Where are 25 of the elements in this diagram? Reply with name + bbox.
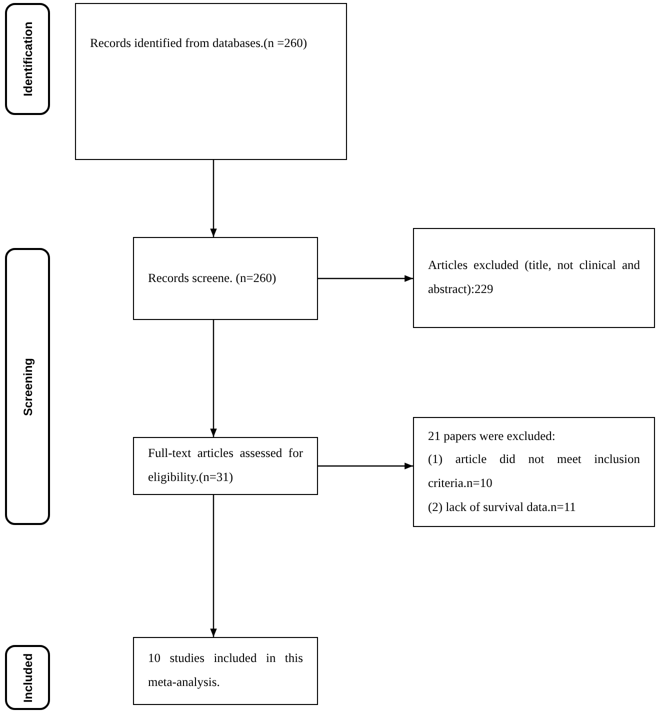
process-box — [413, 228, 655, 328]
process-box — [75, 3, 347, 160]
process-box — [133, 237, 318, 320]
arrow — [318, 462, 413, 470]
arrow — [210, 495, 217, 637]
process-box — [133, 637, 318, 705]
stage-band — [5, 3, 50, 115]
box-text: Records identified from databases.(n =260) — [90, 35, 308, 52]
box-text: Articles excluded (title, not clinical and abstract):229 — [428, 257, 640, 298]
stage-label: Included — [20, 652, 34, 702]
stage-label: Identification — [20, 22, 34, 96]
box-text: (2) lack of survival data.n=11 — [428, 498, 577, 516]
stage-label: Screening — [20, 357, 34, 416]
process-box — [133, 437, 318, 495]
process-box — [413, 417, 655, 527]
arrow — [318, 275, 413, 282]
box-text: 10 studies included in this meta-analysis. — [148, 650, 303, 691]
box-text: Records screene. (n=260) — [148, 270, 278, 287]
stage-band — [5, 248, 50, 525]
stage-band — [5, 645, 50, 710]
box-text: 21 papers were excluded: — [428, 428, 556, 445]
arrow — [210, 320, 217, 437]
box-text: Full-text articles assessed for eligibility.(n=31) — [148, 445, 303, 486]
arrow — [210, 160, 217, 237]
box-text: (1) article did not meet inclusion criteria.n=10 — [428, 451, 640, 492]
